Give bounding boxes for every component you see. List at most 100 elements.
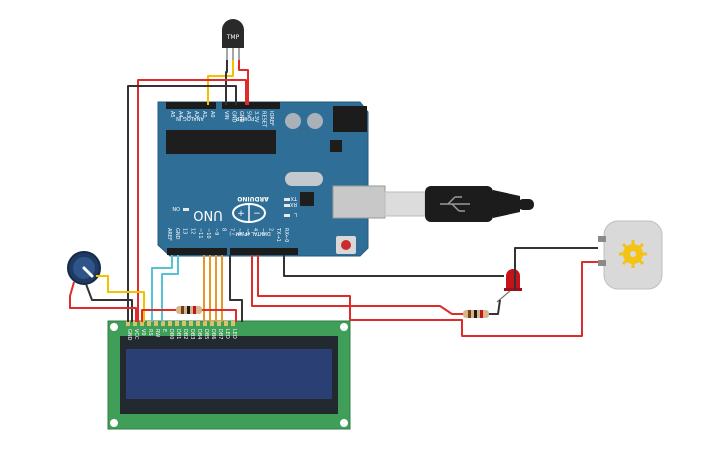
lcd-screen: [126, 349, 332, 399]
pin-label: 2: [267, 228, 273, 231]
lcd-backlight-resistor[interactable]: [176, 306, 202, 314]
lcd-pin-label: GND: [126, 329, 132, 341]
power-header: [222, 102, 280, 109]
wire-backlight-gnd: [229, 255, 243, 322]
red-led[interactable]: [496, 269, 522, 303]
tx-led-label: TX: [290, 195, 298, 201]
reset-button[interactable]: [341, 240, 351, 250]
rx-led: [284, 204, 290, 207]
lcd-pin[interactable]: [182, 321, 186, 326]
lcd-pin-label: DB7: [217, 329, 223, 339]
wire-pot-vcc: [69, 281, 137, 322]
wire-sensor-vcc: [238, 60, 249, 105]
lcd-pin-label: DB6: [210, 329, 216, 339]
tx-led: [284, 198, 290, 201]
lcd-pin[interactable]: [231, 321, 235, 326]
pin-label: 8: [221, 228, 227, 231]
usb-icon: [440, 196, 470, 212]
lcd-pin[interactable]: [210, 321, 214, 326]
lcd-pin-label: DB1: [175, 329, 181, 339]
pin-label: 13: [182, 228, 188, 234]
lcd-pin-label: DB4: [196, 329, 202, 339]
pin-label: ~9: [213, 228, 219, 235]
usb-cable[interactable]: [384, 186, 534, 222]
lcd-pin[interactable]: [133, 321, 137, 326]
lcd-pin[interactable]: [217, 321, 221, 326]
wire-sensor-signal: [207, 60, 234, 105]
wire-motor-a: [514, 247, 598, 290]
pin-label: A2: [193, 111, 199, 118]
pin-label: IOREF: [268, 111, 274, 126]
digital-header-low: [167, 248, 227, 255]
usb-chip: [300, 192, 314, 206]
lcd-pin[interactable]: [189, 321, 193, 326]
pin-label: GND: [231, 111, 237, 123]
pin-label: VIN: [223, 111, 229, 120]
pin-label: ~5: [244, 228, 250, 235]
atmega-chip: [166, 130, 276, 154]
dc-motor[interactable]: [598, 220, 663, 290]
potentiometer-knob-indicator: [82, 266, 94, 278]
digital-label: DIGITAL (PWM~): [229, 230, 271, 236]
lcd-pin-label: DB3: [189, 329, 195, 339]
pin-label: RX←0: [283, 228, 289, 242]
pin-label: 3.3V: [253, 111, 259, 123]
usb-port: [332, 185, 386, 219]
regulator: [330, 140, 342, 152]
power-label: POWER: [235, 115, 254, 121]
pin-label: GND: [174, 228, 180, 240]
svg-text:−: −: [253, 209, 261, 219]
temperature-sensor[interactable]: TMP: [222, 19, 244, 60]
lcd-pin-label: RS: [147, 329, 153, 336]
pin-label: GND: [238, 111, 244, 123]
pin-label: 12: [189, 228, 195, 234]
wire-5v-rail: [137, 79, 247, 322]
pin-label: ~11: [197, 228, 203, 239]
lcd-pin-label: DB2: [182, 329, 188, 339]
pin-label: A5: [169, 111, 175, 118]
lcd-pin[interactable]: [154, 321, 158, 326]
pin-label: 7: [228, 228, 234, 231]
lcd-pin[interactable]: [147, 321, 151, 326]
lcd-pin[interactable]: [161, 321, 165, 326]
pin-label: ~3: [260, 228, 266, 235]
wire-backlight-b: [202, 309, 237, 322]
l-led: [284, 214, 290, 217]
lcd-pin-label: DB5: [203, 329, 209, 339]
motor-terminal: [598, 260, 606, 266]
lcd-pin-label: DB0: [168, 329, 174, 339]
analog-header: [166, 102, 216, 109]
sensor-label: TMP: [226, 34, 240, 41]
motor-terminal: [598, 236, 606, 242]
lcd-pin-label: E: [161, 329, 167, 332]
wire-gnd-rail: [127, 85, 237, 322]
mount-hole: [340, 323, 348, 331]
crystal: [285, 172, 323, 186]
lcd-pin[interactable]: [175, 321, 179, 326]
digital-header-high: [230, 248, 298, 255]
mount-hole: [340, 419, 348, 427]
lcd-pin[interactable]: [203, 321, 207, 326]
pin-label: 4: [252, 228, 258, 231]
lcd-pin-label: V0: [140, 329, 146, 336]
on-led-label: ON: [172, 205, 180, 211]
led-resistor[interactable]: [463, 310, 489, 318]
wire-e: [161, 255, 179, 322]
lcd-pin[interactable]: [140, 321, 144, 326]
potentiometer[interactable]: [67, 251, 101, 285]
lcd-pin-label: RW: [154, 329, 160, 337]
lcd-pin[interactable]: [224, 321, 228, 326]
lcd-pin[interactable]: [196, 321, 200, 326]
wire-motor-b: [257, 255, 598, 337]
lcd-pin[interactable]: [126, 321, 130, 326]
pin-label: A0: [209, 111, 215, 118]
wire-pot-gnd: [85, 283, 133, 322]
capacitor: [285, 113, 301, 129]
lcd-pin[interactable]: [168, 321, 172, 326]
rx-led-label: RX: [290, 201, 297, 207]
